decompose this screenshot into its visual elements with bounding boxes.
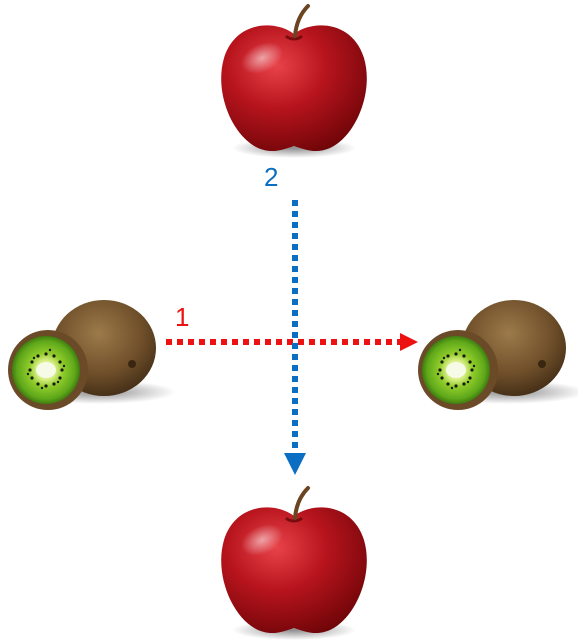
arrow-1-label: 1 bbox=[175, 302, 189, 332]
apple-icon-top bbox=[219, 4, 369, 160]
arrow-2-label: 2 bbox=[264, 162, 278, 192]
kiwi-icon-left bbox=[8, 300, 176, 410]
apple-icon-bottom bbox=[219, 486, 369, 642]
kiwi-icon-right bbox=[418, 300, 578, 410]
